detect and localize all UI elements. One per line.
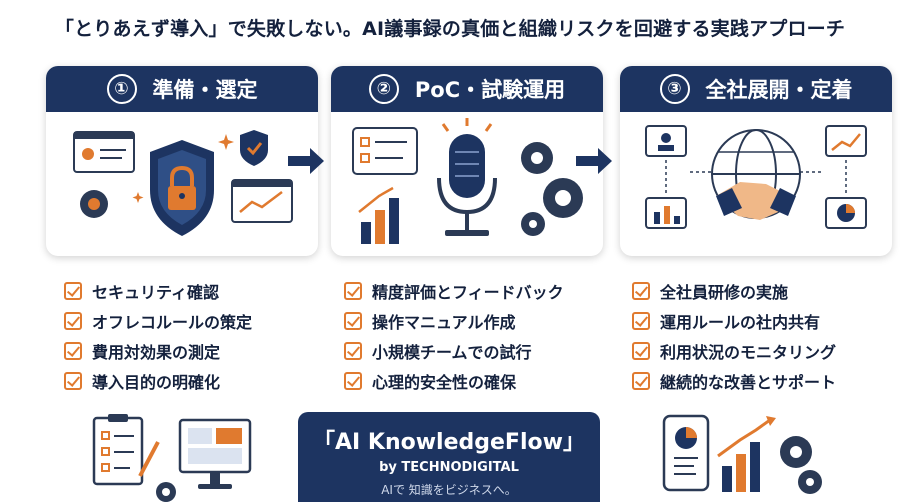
checkbox-checked-icon xyxy=(632,372,650,390)
step-3-header: ③ 全社展開・定着 xyxy=(620,66,892,112)
step-2-header: ② PoC・試験運用 xyxy=(331,66,603,112)
step-3-number: ③ xyxy=(659,74,690,104)
step-card-1: ① 準備・選定 xyxy=(46,66,318,256)
step-3-checklist: 全社員研修の実施 運用ルールの社内共有 利用状況のモニタリング 継続的な改善とサ… xyxy=(632,276,900,396)
page-title: 「とりあえず導入」で失敗しない。AI議事録の真価と組織リスクを回避する実践アプロ… xyxy=(54,18,846,40)
step-3-title: 全社展開・定着 xyxy=(705,78,853,102)
step-card-3: ③ 全社展開・定着 xyxy=(620,66,892,256)
step-1-header: ① 準備・選定 xyxy=(46,66,318,112)
checklist-monitor-icon xyxy=(92,414,252,502)
checkbox-checked-icon xyxy=(344,312,362,330)
list-item: セキュリティ確認 xyxy=(64,276,336,306)
checkbox-checked-icon xyxy=(632,312,650,330)
checkbox-checked-icon xyxy=(64,342,82,360)
checkbox-checked-icon xyxy=(344,282,362,300)
checkbox-checked-icon xyxy=(344,342,362,360)
step-1-checklist: セキュリティ確認 オフレコルールの策定 費用対効果の測定 導入目的の明確化 xyxy=(64,276,336,396)
checkbox-checked-icon xyxy=(64,312,82,330)
tablet-growth-chart-icon xyxy=(662,414,822,494)
step-3-illustration xyxy=(620,112,892,256)
step-2-title: PoC・試験運用 xyxy=(414,78,566,102)
step-1-title: 準備・選定 xyxy=(152,78,258,102)
checkbox-checked-icon xyxy=(344,372,362,390)
list-item: 操作マニュアル作成 xyxy=(344,306,616,336)
list-item: 全社員研修の実施 xyxy=(632,276,900,306)
checkbox-checked-icon xyxy=(632,282,650,300)
checkbox-checked-icon xyxy=(64,372,82,390)
list-item: 導入目的の明確化 xyxy=(64,366,336,396)
microphone-analytics-icon xyxy=(352,118,583,244)
list-item: 運用ルールの社内共有 xyxy=(632,306,900,336)
step-card-2: ② PoC・試験運用 xyxy=(331,66,603,256)
brand-byline: by TECHNODIGITAL xyxy=(379,460,519,475)
flow-arrow-1-icon xyxy=(288,148,324,174)
list-item: 精度評価とフィードバック xyxy=(344,276,616,306)
list-item: 心理的安全性の確保 xyxy=(344,366,616,396)
list-item: オフレコルールの策定 xyxy=(64,306,336,336)
step-2-illustration xyxy=(331,112,603,256)
step-1-number: ① xyxy=(106,74,137,104)
handshake-network-icon xyxy=(645,125,867,229)
list-item: 費用対効果の測定 xyxy=(64,336,336,366)
brand-name: 「AI KnowledgeFlow」 xyxy=(313,430,585,455)
brand-banner: 「AI KnowledgeFlow」 by TECHNODIGITAL AIで … xyxy=(298,412,600,502)
security-shield-lock-icon xyxy=(73,130,293,236)
checkbox-checked-icon xyxy=(64,282,82,300)
list-item: 小規模チームでの試行 xyxy=(344,336,616,366)
list-item: 継続的な改善とサポート xyxy=(632,366,900,396)
brand-tagline: AIで 知識をビジネスへ。 xyxy=(381,483,517,497)
flow-arrow-2-icon xyxy=(576,148,612,174)
step-2-checklist: 精度評価とフィードバック 操作マニュアル作成 小規模チームでの試行 心理的安全性… xyxy=(344,276,616,396)
step-2-number: ② xyxy=(368,74,399,104)
step-1-illustration xyxy=(46,112,318,256)
checkbox-checked-icon xyxy=(632,342,650,360)
list-item: 利用状況のモニタリング xyxy=(632,336,900,366)
